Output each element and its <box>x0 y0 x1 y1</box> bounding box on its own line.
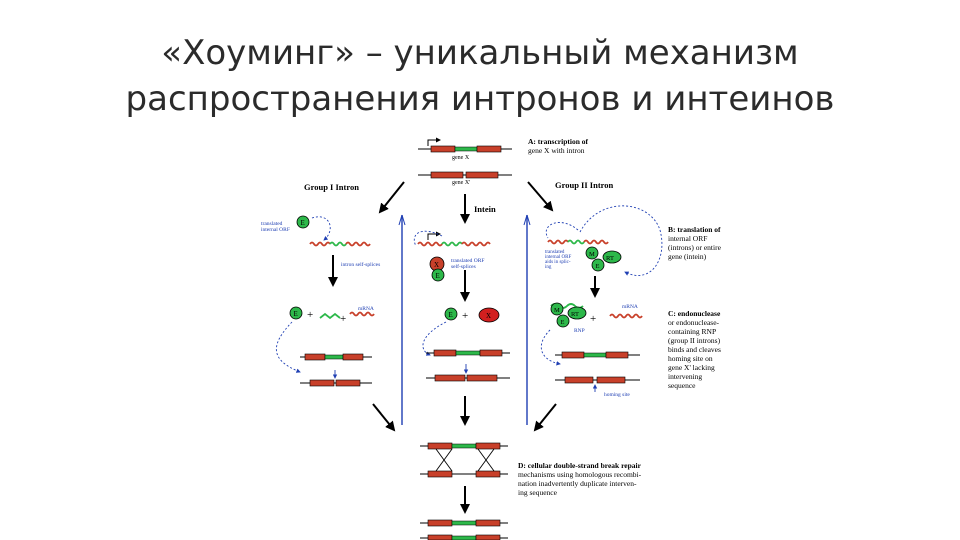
arrow-to-group2 <box>527 181 554 212</box>
panel-b-line-2: internal ORF <box>668 234 707 243</box>
g2-orf-line-1: translated <box>545 250 565 255</box>
g1-mrna-label: mRNA <box>358 306 374 312</box>
g2-orf-line-4: ing <box>545 265 552 270</box>
panel-c-line-5: binds and cleaves <box>668 345 721 354</box>
panel-d-line-3: nation inadvertently duplicate interven- <box>518 479 637 488</box>
slide-title: «Хоуминг» – уникальный механизм распрост… <box>0 30 960 122</box>
intein-x-label-2: X <box>486 312 491 320</box>
g2-mrna-label: mRNA <box>622 304 638 310</box>
panel-b-line-3: (introns) or entire <box>668 243 722 252</box>
group1-column: translated internal ORF E intron self-sp… <box>261 215 380 387</box>
g1-e-label: E <box>301 219 305 227</box>
gene-x-with-intron: gene X <box>418 137 512 161</box>
panel-c-line-3: containing RNP <box>668 327 716 336</box>
panel-b-line-1: B: translation of <box>668 225 721 234</box>
arrow-g1-to-repair <box>372 403 396 432</box>
g1-plus-1: + <box>307 309 313 321</box>
g1-e-label-2: E <box>294 310 298 318</box>
panel-c-line-1: C: endonuclease <box>668 309 721 318</box>
g2-e-label-2: E <box>561 319 565 326</box>
intein-plus: + <box>462 310 468 322</box>
recombination <box>420 442 508 540</box>
group2-column: translated internal ORF aids in splic- i… <box>540 205 663 398</box>
g1-splice-label: intron self-splices <box>341 261 380 268</box>
title-line-1: «Хоуминг» – уникальный механизм <box>161 33 799 73</box>
g2-m-label-2: M <box>554 307 560 314</box>
panel-a-line-2: gene X with intron <box>528 146 585 155</box>
intein-e-label-2: E <box>449 311 453 319</box>
arrow-to-group1 <box>378 181 405 214</box>
gene-x-prime-label: gene X' <box>452 180 470 186</box>
intein-orf-line-1: translated ORF <box>451 258 484 264</box>
g2-plus: + <box>590 313 596 325</box>
gene-x-prime: gene X' <box>418 171 512 186</box>
panel-c-line-2: or endonuclease- <box>668 318 720 327</box>
panel-d-line-4: ing sequence <box>518 488 558 497</box>
g1-orf-line-1: translated <box>261 221 283 227</box>
intein-column: X E translated ORF self-splices E + X <box>413 230 510 382</box>
title-line-2: распространения интронов и интеинов <box>125 79 835 119</box>
g1-orf-line-2: internal ORF <box>261 227 290 233</box>
panel-c-line-6: homing site on <box>668 354 713 363</box>
g2-rt-label: RT <box>606 255 614 262</box>
panel-d-text: D: cellular double-strand break repair m… <box>518 461 642 497</box>
g2-e-label: E <box>596 263 600 270</box>
intein-orf-line-2: self-splices <box>451 263 476 270</box>
panel-c-line-4: (group II introns) <box>668 336 721 345</box>
panel-c-line-7: gene X' lacking <box>668 363 715 372</box>
intein-heading: Intein <box>474 204 496 214</box>
panel-d-line-2: mechanisms using homologous recombi- <box>518 470 642 479</box>
intein-e-label: E <box>436 272 440 280</box>
group1-heading: Group I Intron <box>304 182 359 192</box>
panel-c-text: C: endonuclease or endonuclease- contain… <box>668 309 721 390</box>
homing-site-label: homing site <box>604 392 630 398</box>
g2-rt-label-2: RT <box>571 311 579 318</box>
gene-x-label: gene X <box>452 155 470 161</box>
group2-heading: Group II Intron <box>555 180 614 190</box>
panel-a-line-1: A: transcription of <box>528 137 588 146</box>
arrow-g2-to-repair <box>533 403 557 432</box>
g1-endonuclease-e <box>296 215 310 229</box>
g2-orf-line-3: aids in splic- <box>545 260 571 265</box>
panel-b-text: B: translation of internal ORF (introns)… <box>668 225 722 261</box>
intein-x-label: X <box>434 261 439 269</box>
g2-orf-line-2: internal ORF <box>545 255 571 260</box>
panel-b-line-4: gene (intein) <box>668 252 707 261</box>
g1-plus-2: + <box>340 313 346 325</box>
g2-m-label: M <box>589 251 595 258</box>
panel-c-line-9: sequence <box>668 381 696 390</box>
g2-rnp-label: RNP <box>574 328 585 334</box>
panel-d-line-1: D: cellular double-strand break repair <box>518 461 642 470</box>
panel-c-line-8: intervening <box>668 372 702 381</box>
